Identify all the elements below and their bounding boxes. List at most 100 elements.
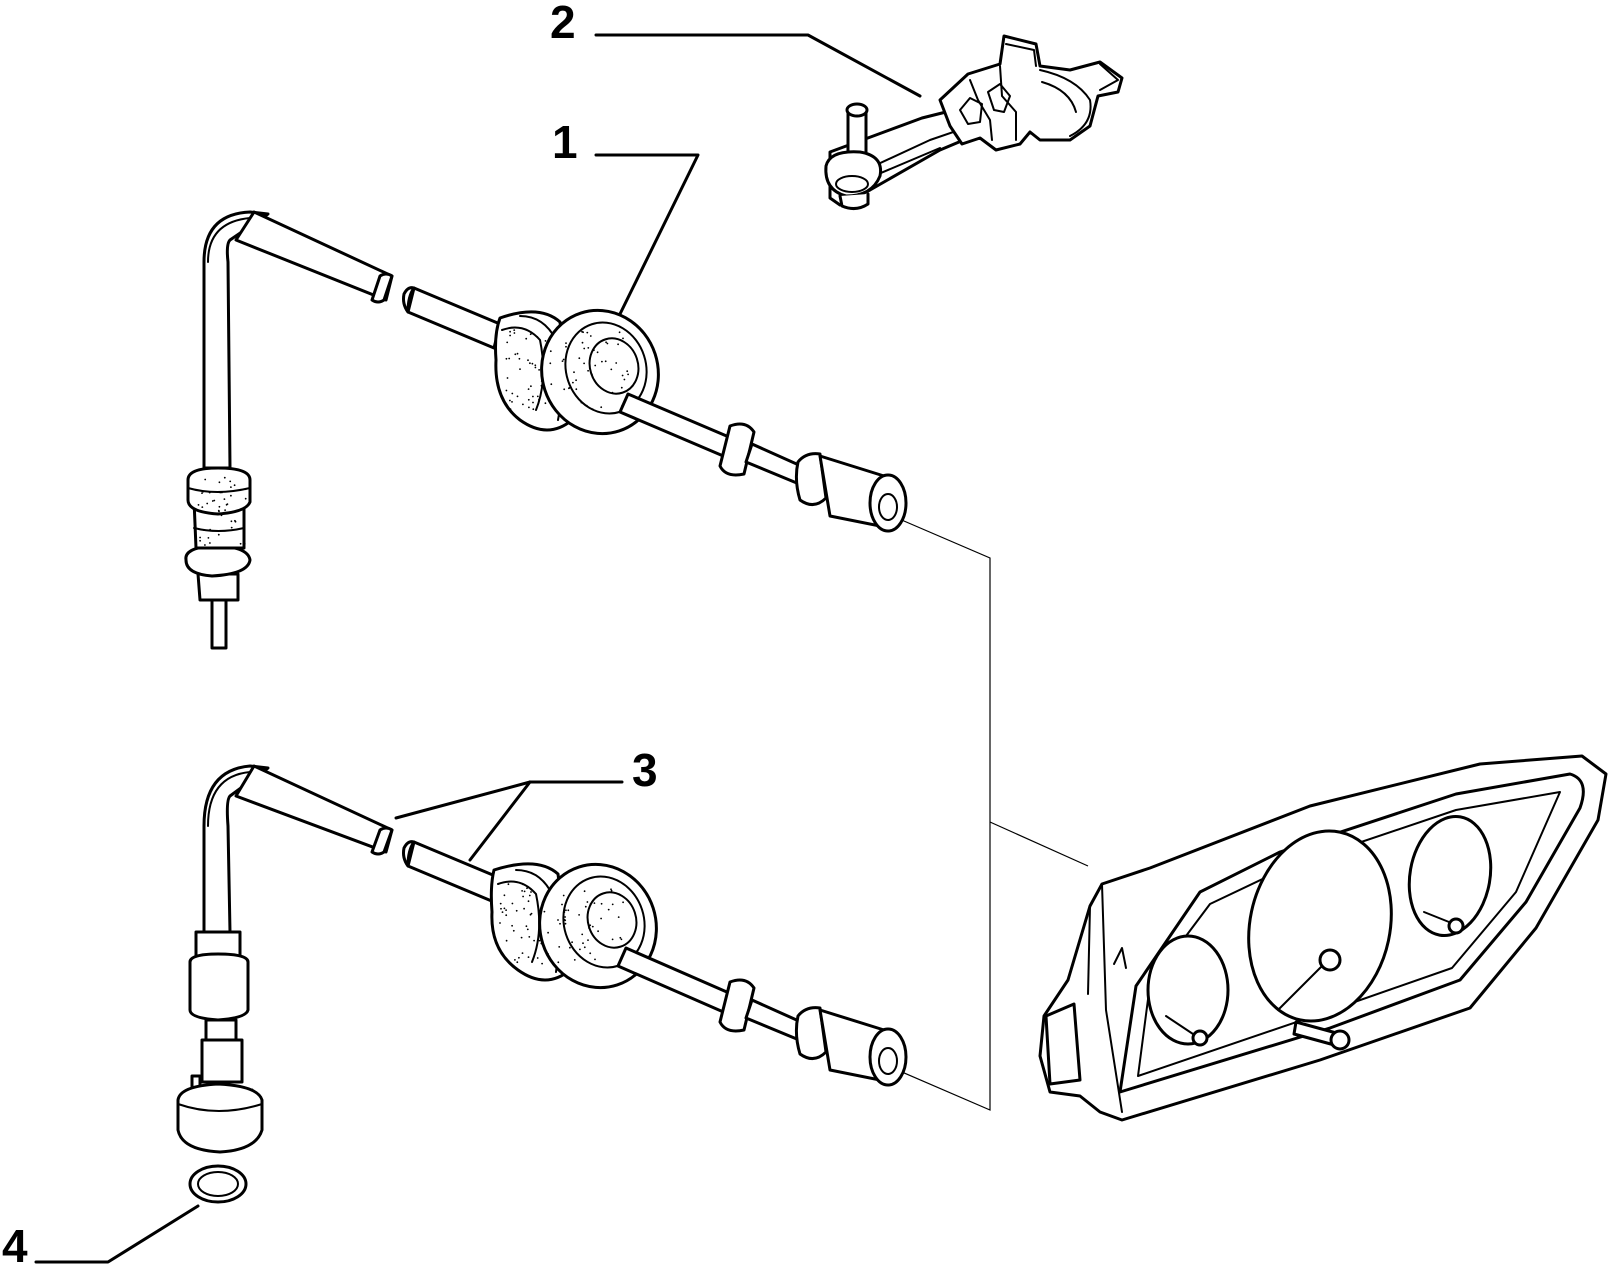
stipple-dot <box>213 499 216 502</box>
stipple-dot <box>220 514 223 517</box>
stipple-dot <box>522 883 524 886</box>
stipple-dot <box>216 513 219 516</box>
leader-4 <box>34 1204 200 1264</box>
callout-2: 2 <box>550 0 576 48</box>
stipple-dot <box>522 895 524 898</box>
stipple-dot <box>569 946 571 949</box>
stipple-dot <box>529 362 531 365</box>
stipple-dot <box>573 371 575 374</box>
stipple-dot <box>600 902 603 905</box>
stipple-dot <box>575 379 577 382</box>
stipple-dot <box>218 481 221 484</box>
stipple-dot <box>564 916 566 918</box>
stipple-dot <box>532 401 534 404</box>
stipple-dot <box>547 953 549 955</box>
stipple-dot <box>587 347 590 349</box>
stipple-dot <box>521 890 523 892</box>
stipple-dot <box>540 384 543 387</box>
leader-3b <box>468 780 532 862</box>
stipple-dot <box>588 927 590 929</box>
stipple-dot <box>531 362 534 365</box>
stipple-dot <box>578 914 580 916</box>
stipple-dot <box>528 894 531 897</box>
stipple-dot <box>562 894 565 897</box>
stipple-dot <box>204 544 206 546</box>
stipple-dot <box>622 337 624 340</box>
stipple-dot <box>605 341 607 344</box>
stipple-dot <box>505 909 507 911</box>
stipple-dot <box>511 401 513 403</box>
stipple-dot <box>530 912 533 915</box>
stipple-dot <box>209 542 211 544</box>
stipple-dot <box>218 505 221 508</box>
stipple-dot <box>516 961 519 964</box>
cable-upper-part-1 <box>184 210 908 650</box>
stipple-dot <box>207 537 210 539</box>
stipple-dot <box>532 408 535 411</box>
stipple-dot <box>221 491 223 494</box>
stipple-dot <box>512 929 515 932</box>
stipple-dot <box>593 902 596 904</box>
stipple-dot <box>538 939 541 942</box>
stipple-dot <box>558 946 561 948</box>
stipple-dot <box>586 901 589 903</box>
stipple-dot <box>511 392 514 395</box>
stipple-dot <box>532 395 534 398</box>
stipple-dot <box>223 476 226 479</box>
stipple-dot <box>505 389 508 392</box>
stipple-dot <box>527 900 530 903</box>
stipple-dot <box>596 351 599 354</box>
stipple-dot <box>621 374 624 377</box>
stipple-dot <box>499 902 502 905</box>
stipple-dot <box>525 337 528 340</box>
stipple-dot <box>615 362 618 364</box>
stipple-dot <box>589 924 592 927</box>
callout-1: 1 <box>552 116 578 168</box>
stipple-dot <box>581 933 584 936</box>
stipple-dot <box>526 887 528 890</box>
stipple-dot <box>219 491 222 494</box>
stipple-dot <box>529 333 532 336</box>
stipple-dot <box>583 946 586 949</box>
stipple-dot <box>199 539 202 542</box>
rubber-texture <box>197 329 629 965</box>
stipple-dot <box>557 919 559 921</box>
stipple-dot <box>230 494 232 497</box>
callout-4: 4 <box>2 1220 28 1269</box>
stipple-dot <box>217 509 220 512</box>
stipple-dot <box>204 478 207 481</box>
stipple-dot <box>514 353 517 356</box>
stipple-dot <box>529 888 532 890</box>
stipple-dot <box>604 360 607 363</box>
stipple-dot <box>530 385 532 388</box>
stipple-dot <box>209 528 212 531</box>
stipple-dot <box>499 922 501 924</box>
stipple-dot <box>591 408 594 411</box>
stipple-dot <box>591 373 593 376</box>
instrument-cluster <box>1038 754 1608 1122</box>
stipple-dot <box>563 918 566 921</box>
stipple-dot <box>243 535 246 538</box>
stipple-dot <box>536 957 539 959</box>
stipple-dot <box>208 491 211 494</box>
stipple-dot <box>578 357 581 360</box>
stipple-dot <box>594 364 597 367</box>
stipple-dot <box>547 931 549 934</box>
stipple-dot <box>234 519 236 522</box>
leader-3a <box>394 780 624 820</box>
stipple-dot <box>541 943 544 945</box>
stipple-dot <box>509 399 511 402</box>
stipple-dot <box>203 529 205 531</box>
stipple-dot <box>618 331 621 334</box>
stipple-dot <box>611 938 614 941</box>
stipple-dot <box>503 894 506 897</box>
stipple-dot <box>509 330 511 333</box>
assembly-guide-lines <box>887 514 1089 1111</box>
stipple-dot <box>518 357 521 360</box>
stipple-dot <box>229 480 232 483</box>
seal-ring-part-4 <box>188 1164 248 1204</box>
stipple-dot <box>522 403 524 406</box>
stipple-dot <box>206 502 209 505</box>
stipple-dot <box>564 922 567 925</box>
